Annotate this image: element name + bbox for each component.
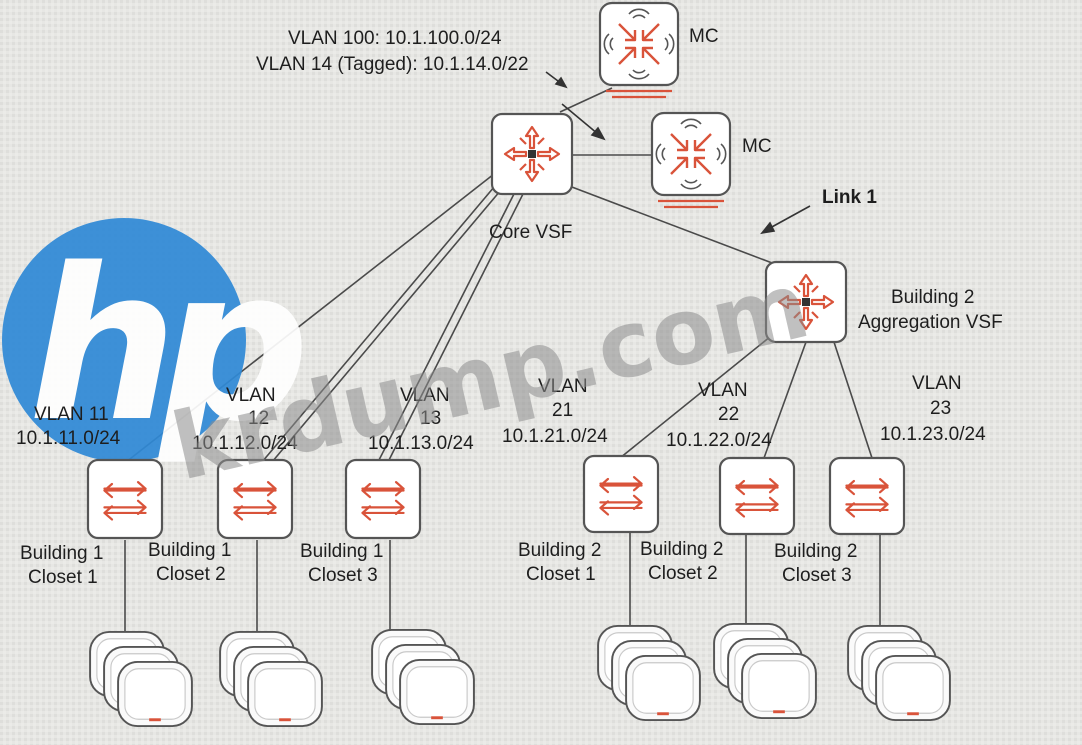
- b2-c2-building: Building 2: [640, 539, 723, 560]
- b2-c3-building: Building 2: [774, 541, 857, 562]
- link1-label: Link 1: [822, 187, 877, 208]
- access-point-icon: [247, 660, 323, 728]
- vlan-11-label: VLAN 11: [34, 404, 109, 425]
- link-agg-b2-closet2: [763, 341, 807, 459]
- arrow-vlan100-head: [554, 76, 568, 89]
- arrow-link1-head: [760, 221, 776, 235]
- link-core-b1-closet3-b: [387, 191, 525, 463]
- switch-body: [828, 456, 906, 536]
- vlan-22-number: 22: [718, 404, 739, 425]
- b1-c3-closet: Closet 3: [308, 565, 378, 586]
- vlan-13-label: VLAN: [400, 385, 450, 406]
- vlan-22-label: VLAN: [698, 380, 748, 401]
- mc-right-label: MC: [742, 136, 772, 157]
- link-core-mc-top: [559, 87, 613, 113]
- access-point-icon: [399, 658, 475, 726]
- switch-body: [344, 458, 422, 540]
- switch-body: [718, 456, 796, 536]
- vlan-21-number: 21: [552, 400, 573, 421]
- vlan-13-number: 13: [420, 408, 441, 429]
- link-core-b1-closet2-b: [271, 183, 507, 463]
- b2-closet1-switch[interactable]: [582, 454, 660, 534]
- subnet-22-label: 10.1.22.0/24: [666, 430, 772, 451]
- b2-c2-closet: Closet 2: [648, 563, 718, 584]
- subnet-11-label: 10.1.11.0/24: [16, 428, 121, 449]
- vlan-12-label: VLAN: [226, 385, 276, 406]
- core-vsf-label: Core VSF: [489, 222, 572, 243]
- link-core-b1-closet3-a: [377, 189, 517, 463]
- subnet-13-label: 10.1.13.0/24: [368, 433, 474, 454]
- subnet-21-label: 10.1.21.0/24: [502, 426, 608, 447]
- vlan-100-note: VLAN 100: 10.1.100.0/24: [288, 28, 502, 49]
- vlan-23-label: VLAN: [912, 373, 962, 394]
- b2-c1-building: Building 2: [518, 540, 601, 561]
- b1-closet2-switch[interactable]: [216, 458, 294, 540]
- annotation-arrows: [545, 71, 811, 235]
- mc-top-label: MC: [689, 26, 719, 47]
- access-point-icon: [117, 660, 193, 728]
- mc-right[interactable]: MC: [650, 111, 772, 209]
- switch-body: [86, 458, 164, 540]
- b1-c3-building: Building 1: [300, 541, 383, 562]
- arrow-vlan14: [561, 103, 599, 135]
- access-point-icon: [625, 654, 701, 722]
- hp-logo-watermark: hp: [2, 218, 321, 468]
- vlan-23-number: 23: [930, 398, 951, 419]
- aggregation-vsf[interactable]: Building 2 Aggregation VSF: [764, 260, 1003, 344]
- b2-c1-closet: Closet 1: [526, 564, 596, 585]
- b2-closet2-switch[interactable]: [718, 456, 796, 536]
- access-point-icon: [741, 652, 817, 720]
- b1-closet1-switch[interactable]: [86, 458, 164, 540]
- subnet-12-label: 10.1.12.0/24: [192, 433, 298, 454]
- arrow-link1: [769, 205, 811, 229]
- hp-logo-mark: hp: [28, 223, 303, 468]
- link-agg-b2-closet1: [619, 331, 777, 459]
- subnet-23-label: 10.1.23.0/24: [880, 424, 986, 445]
- vlan-labels: VLAN 11 10.1.11.0/24 VLAN 12 10.1.12.0/2…: [16, 373, 986, 454]
- hp-logo-circle: [2, 218, 246, 462]
- switch-body: [582, 454, 660, 534]
- vlan-14-note: VLAN 14 (Tagged): 10.1.14.0/22: [256, 54, 529, 75]
- b1-c1-building: Building 1: [20, 543, 103, 564]
- b1-closet3-switch[interactable]: [344, 458, 422, 540]
- switch-body: [216, 458, 294, 540]
- aggregation-label-line2: Aggregation VSF: [858, 312, 1003, 333]
- mc-right-base-lines: [658, 199, 724, 209]
- b2-c3-closet: Closet 3: [782, 565, 852, 586]
- link-core-b1-closet2-a: [261, 179, 501, 463]
- vlan-21-label: VLAN: [538, 376, 588, 397]
- mc-top[interactable]: MC: [598, 1, 719, 99]
- b1-c2-building: Building 1: [148, 540, 231, 561]
- vlan-12-number: 12: [248, 408, 269, 429]
- arrow-vlan14-head: [590, 126, 606, 141]
- b2-closet3-switch[interactable]: [828, 456, 906, 536]
- links: [124, 87, 881, 632]
- closet-labels: Building 1 Closet 1 Building 1 Closet 2 …: [20, 539, 857, 588]
- b1-c2-closet: Closet 2: [156, 564, 226, 585]
- mc-top-base-lines: [606, 89, 672, 99]
- link1-core-aggregation: [563, 183, 781, 267]
- b1-c1-closet: Closet 1: [28, 567, 98, 588]
- link-agg-b2-closet3: [831, 335, 873, 459]
- core-vsf[interactable]: Core VSF: [489, 112, 574, 243]
- access-point-icon: [875, 654, 951, 722]
- aggregation-label-line1: Building 2: [891, 287, 974, 308]
